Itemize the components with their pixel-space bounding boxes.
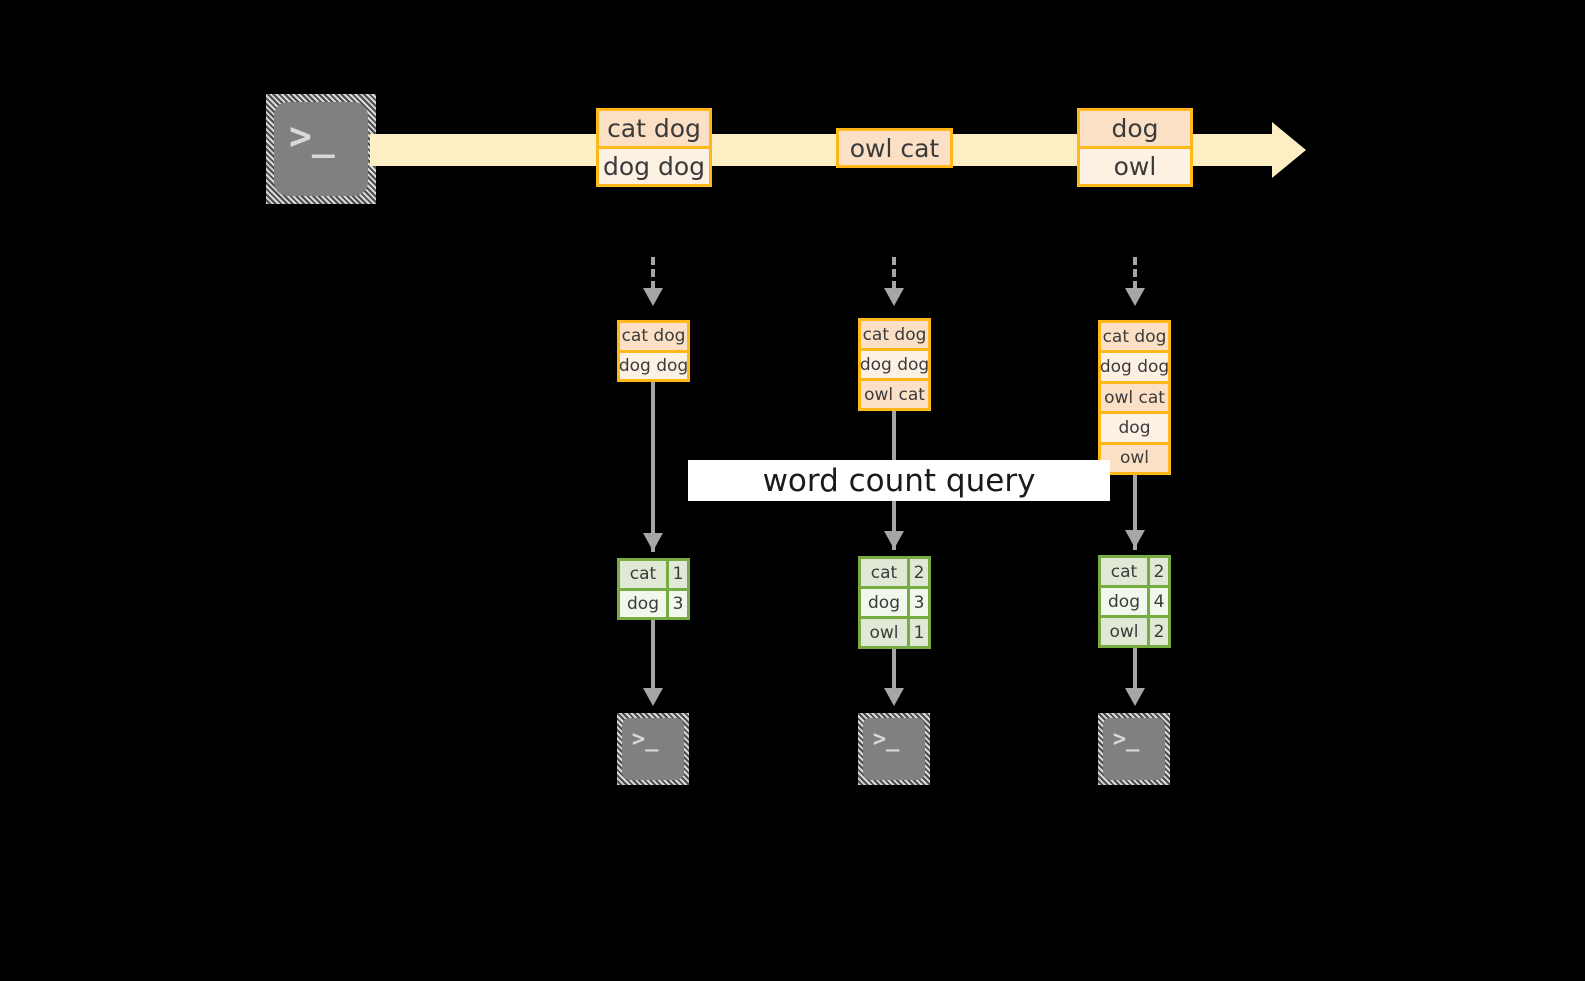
snapshot-3-input-line: owl cat: [1101, 380, 1168, 412]
result-word: dog: [620, 590, 666, 617]
result-word: owl: [861, 619, 907, 646]
snapshot-3-input-line: owl: [1101, 441, 1168, 473]
table-row: cat 2: [861, 559, 928, 586]
table-row: dog 3: [620, 587, 687, 617]
result-word: dog: [1101, 588, 1147, 615]
terminal-screen: >_: [1103, 718, 1165, 780]
terminal-prompt-glyph: >_: [631, 726, 659, 752]
table-row: dog 3: [861, 586, 928, 616]
stream-event-line: dog dog: [599, 146, 709, 184]
terminal-screen: >_: [622, 718, 684, 780]
snapshot-1-sink-line: [651, 620, 655, 688]
snapshot-3-sink-arrowhead: [1125, 688, 1145, 706]
stream-event-group-3: dog owl: [1077, 108, 1193, 187]
snapshot-2-input-line: owl cat: [861, 378, 928, 408]
snapshot-3-tap-line: [1133, 257, 1137, 289]
snapshot-2-tap-arrowhead: [884, 288, 904, 306]
snapshot-3-tap-arrowhead: [1125, 288, 1145, 306]
snapshot-3-sink-terminal-icon: >_: [1098, 713, 1170, 785]
stream-event-group-1: cat dog dog dog: [596, 108, 712, 187]
result-word: owl: [1101, 618, 1147, 645]
snapshot-2-input-line: dog dog: [860, 348, 929, 378]
result-count: 2: [1147, 558, 1168, 585]
result-count: 4: [1147, 588, 1168, 615]
snapshot-2-result-table: cat 2 dog 3 owl 1: [858, 556, 931, 649]
table-row: cat 1: [620, 561, 687, 588]
snapshot-2-input-table: cat dog dog dog owl cat: [858, 318, 931, 411]
stream-event-line: owl cat: [839, 131, 950, 165]
stream-arrow-head: [1272, 122, 1306, 178]
snapshot-3-input-line: dog: [1101, 411, 1168, 442]
snapshot-2-sink-terminal-icon: >_: [858, 713, 930, 785]
table-row: owl 1: [861, 616, 928, 646]
snapshot-2-tap-line: [892, 257, 896, 289]
snapshot-2-sink-arrowhead: [884, 688, 904, 706]
snapshot-1-input-line: dog dog: [619, 349, 688, 379]
snapshot-1-input-line: cat dog: [620, 323, 687, 350]
snapshot-3-sink-line: [1133, 648, 1137, 688]
stream-event-group-2: owl cat: [836, 128, 953, 168]
result-word: cat: [620, 561, 666, 588]
result-count: 3: [907, 589, 928, 616]
table-row: dog 4: [1101, 585, 1168, 615]
snapshot-3-result-table: cat 2 dog 4 owl 2: [1098, 555, 1171, 648]
terminal-prompt-glyph: >_: [1112, 726, 1140, 752]
source-terminal-icon: >_: [266, 94, 376, 204]
snapshot-1-tap-line: [651, 257, 655, 289]
result-word: cat: [861, 559, 907, 586]
result-count: 1: [666, 561, 687, 588]
snapshot-3-query-arrowhead: [1125, 530, 1145, 548]
terminal-screen: >_: [863, 718, 925, 780]
snapshot-1-query-arrowhead: [643, 533, 663, 551]
query-label-text: word count query: [762, 462, 1036, 499]
snapshot-2-input-line: cat dog: [861, 321, 928, 348]
stream-event-line: owl: [1080, 146, 1190, 184]
snapshot-1-input-table: cat dog dog dog: [617, 320, 690, 382]
snapshot-1-sink-terminal-icon: >_: [617, 713, 689, 785]
result-count: 3: [666, 590, 687, 617]
snapshot-3-input-line: cat dog: [1101, 323, 1168, 351]
terminal-prompt-glyph: >_: [872, 726, 900, 752]
snapshot-2-sink-line: [892, 649, 896, 688]
snapshot-2-query-arrowhead: [884, 531, 904, 549]
result-word: dog: [861, 589, 907, 616]
snapshot-1-tap-arrowhead: [643, 288, 663, 306]
result-count: 2: [1147, 618, 1168, 645]
result-word: cat: [1101, 558, 1147, 585]
snapshot-3-query-line: [1133, 475, 1137, 550]
snapshot-3-input-line: dog dog: [1100, 350, 1169, 381]
terminal-prompt-glyph: >_: [289, 114, 335, 159]
terminal-screen: >_: [274, 102, 368, 196]
result-count: 1: [907, 619, 928, 646]
result-count: 2: [907, 559, 928, 586]
snapshot-1-sink-arrowhead: [643, 688, 663, 706]
table-row: owl 2: [1101, 615, 1168, 645]
stream-event-line: dog: [1080, 111, 1190, 146]
snapshot-1-result-table: cat 1 dog 3: [617, 558, 690, 620]
table-row: cat 2: [1101, 558, 1168, 585]
snapshot-1-query-line: [651, 382, 655, 552]
snapshot-3-input-table: cat dog dog dog owl cat dog owl: [1098, 320, 1171, 475]
stream-event-line: cat dog: [599, 111, 709, 146]
query-label-band: word count query: [688, 460, 1110, 501]
